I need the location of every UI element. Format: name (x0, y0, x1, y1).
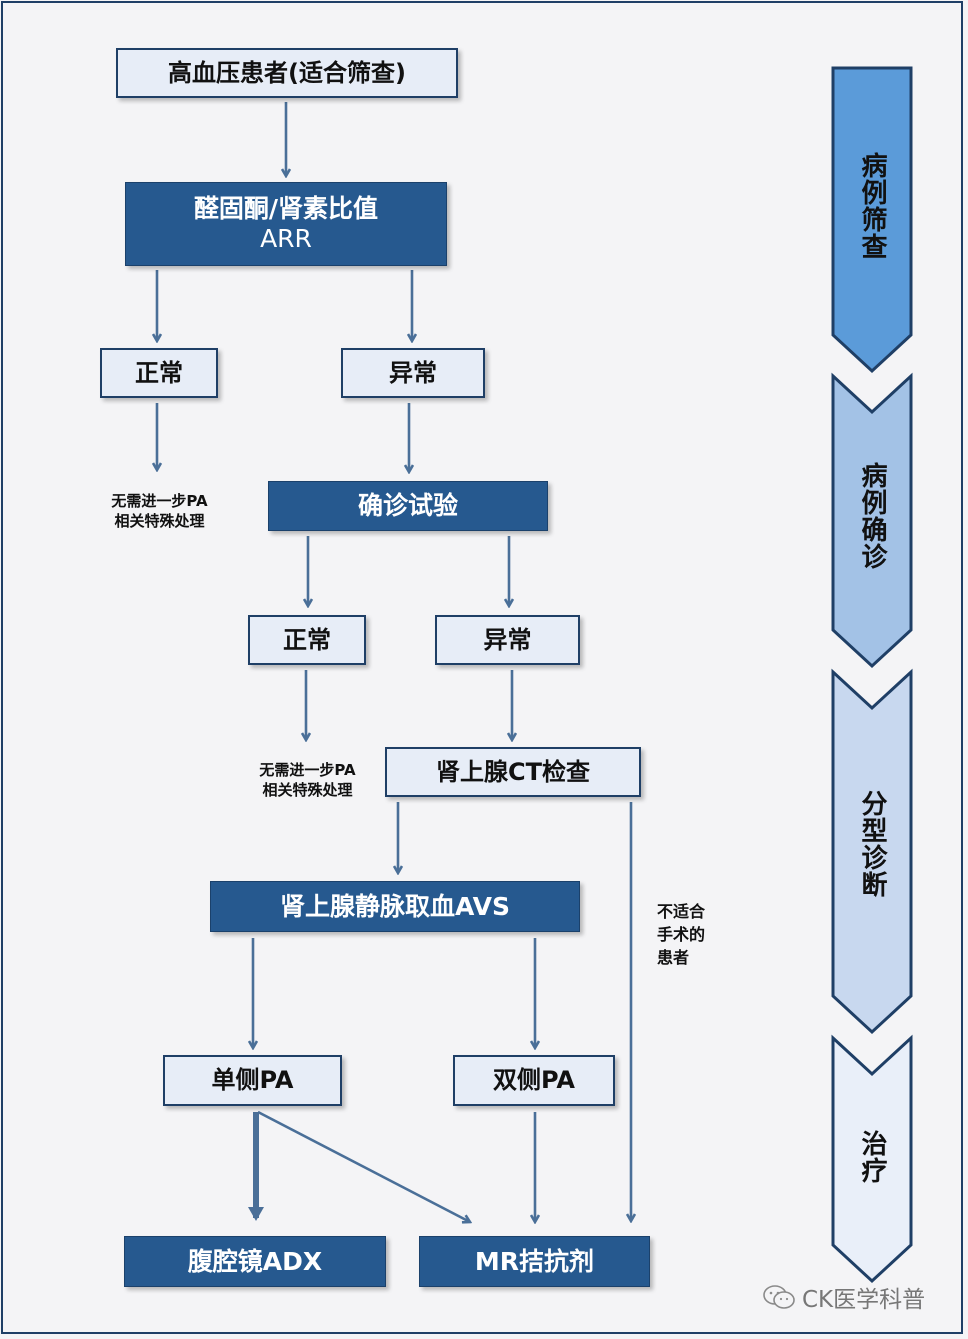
normal-box-1: 正常 (100, 348, 218, 398)
stage-chevron-subtyping (831, 668, 913, 1035)
start-box: 高血压患者(适合筛查) (116, 48, 458, 98)
no-further-note-1-line2: 相关特殊处理 (114, 512, 205, 530)
stage-chevron-treatment (831, 1034, 913, 1284)
unilateral-label: 单侧PA (211, 1066, 294, 1095)
wechat-icon (763, 1285, 795, 1309)
ct-label: 肾上腺CT检查 (436, 757, 590, 786)
stage-label-treatment: 治疗 (857, 1130, 887, 1184)
no-further-note-1-line1: 无需进一步PA (111, 492, 208, 510)
normal-box-2: 正常 (248, 615, 366, 665)
arr-label-line2: ARR (260, 224, 312, 253)
stage-chevron-screening (831, 66, 913, 374)
not-suitable-line1: 不适合 (657, 902, 706, 921)
not-suitable-line3: 患者 (657, 948, 690, 967)
abnormal-box-2: 异常 (435, 615, 580, 665)
not-suitable-line2: 手术的 (657, 925, 706, 944)
confirm-test-label: 确诊试验 (357, 491, 458, 520)
abnormal-label-2: 异常 (483, 625, 532, 654)
adx-box: 腹腔镜ADX (124, 1236, 386, 1287)
avs-box: 肾上腺静脉取血AVS (210, 881, 580, 932)
normal-label-1: 正常 (135, 358, 183, 387)
arr-label-line1: 醛固酮/肾素比值 (193, 194, 379, 223)
not-suitable-note: 不适合 手术的 患者 (657, 900, 737, 969)
stage-chevron-confirmation (831, 372, 913, 669)
abnormal-box-1: 异常 (341, 348, 485, 398)
stage-label-subtyping: 分型诊断 (857, 790, 887, 898)
avs-label: 肾上腺静脉取血AVS (279, 891, 510, 921)
watermark-text: CK医学科普 (802, 1287, 926, 1313)
arr-box: 醛固酮/肾素比值 ARR (125, 182, 447, 266)
stage-chevrons (831, 66, 913, 1284)
abnormal-label-1: 异常 (389, 358, 437, 387)
no-further-note-2-line1: 无需进一步PA (259, 761, 356, 779)
no-further-note-2-line2: 相关特殊处理 (262, 781, 353, 799)
mr-box: MR拮抗剂 (419, 1236, 650, 1287)
watermark: CK医学科普 (762, 1280, 925, 1314)
unilateral-box: 单侧PA (163, 1055, 342, 1106)
ct-box: 肾上腺CT检查 (385, 747, 641, 797)
bilateral-box: 双侧PA (453, 1055, 615, 1106)
start-label: 高血压患者(适合筛查) (168, 58, 406, 87)
confirm-test-box: 确诊试验 (268, 481, 548, 531)
arrow-unilateral-to-mr (257, 1110, 470, 1222)
stage-label-confirmation: 病例确诊 (857, 462, 887, 570)
adx-label: 腹腔镜ADX (187, 1246, 323, 1276)
no-further-note-1: 无需进一步PA 相关特殊处理 (82, 491, 237, 531)
normal-label-2: 正常 (283, 625, 331, 654)
stage-label-screening: 病例筛查 (857, 152, 887, 260)
no-further-note-2: 无需进一步PA 相关特殊处理 (230, 760, 385, 800)
bilateral-label: 双侧PA (493, 1066, 575, 1095)
mr-label: MR拮抗剂 (474, 1246, 595, 1276)
